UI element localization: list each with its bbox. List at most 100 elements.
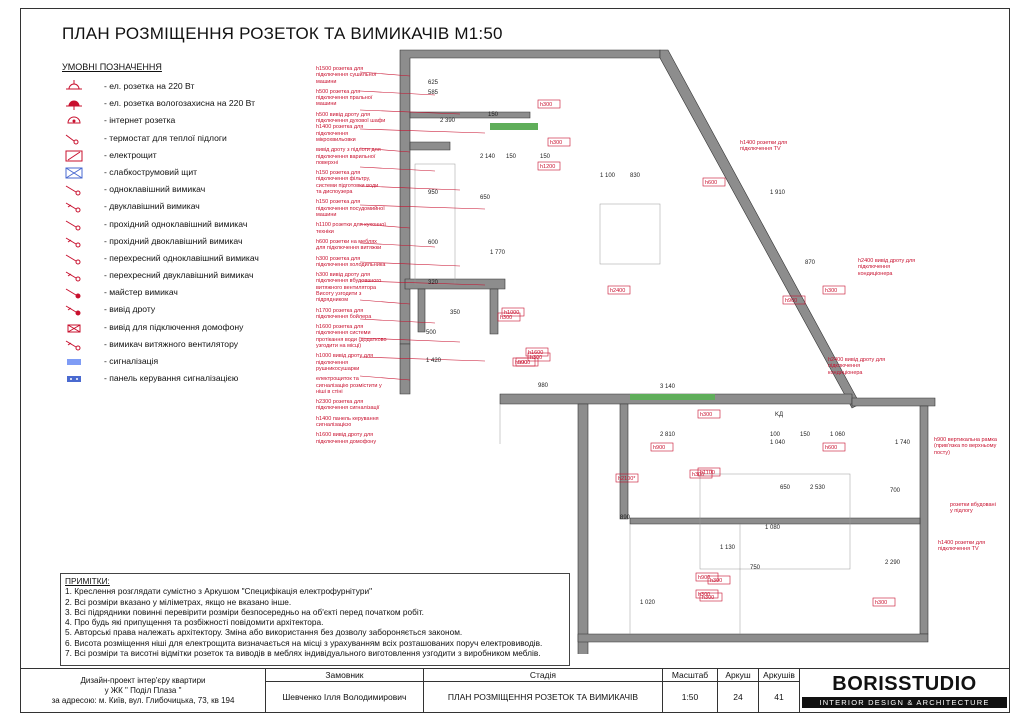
fan-switch-icon xyxy=(62,337,86,352)
height-label: h2400 xyxy=(610,288,625,294)
height-label: h300 xyxy=(540,102,552,108)
dimension-label: 1 100 xyxy=(600,173,616,179)
note-item: 6. Висота розміщення ніші для електрощит… xyxy=(65,637,543,648)
legend-item-label: - вимикач витяжного вентилятору xyxy=(104,338,239,349)
height-tag xyxy=(547,137,571,147)
height-tag xyxy=(607,285,631,295)
page-title: ПЛАН РОЗМІЩЕННЯ РОЗЕТОК ТА ВИМИКАЧІВ М1:… xyxy=(62,24,503,43)
legend-item-label: - слабкострумовий щит xyxy=(104,166,198,177)
studio-logo: BORISSTUDIO xyxy=(832,673,977,695)
legend-item: - електрощит xyxy=(62,147,322,164)
dimension-label: 1 130 xyxy=(720,545,736,551)
windows xyxy=(490,123,715,400)
height-tag xyxy=(707,575,731,585)
note-item: 7. Всі розміри та висотні відмітки розет… xyxy=(65,648,541,659)
callout-label: h1500 розетка для підключення сушильної … xyxy=(316,66,377,85)
height-label: h900 xyxy=(653,445,665,451)
height-tag xyxy=(497,312,521,322)
notes-list: 1. Креслення розглядати сумістно з Аркуш… xyxy=(65,586,565,658)
alarm-panel-icon xyxy=(62,371,86,386)
legend-item: - двуклавішний вимикач xyxy=(62,198,322,215)
leader-line xyxy=(359,356,486,362)
double-switch-icon xyxy=(62,199,86,214)
stage-label: Стадія xyxy=(422,668,664,682)
wall-bath-right xyxy=(489,288,499,335)
wall-east xyxy=(919,405,929,635)
dimension-label: 2 530 xyxy=(810,485,826,491)
leader-line xyxy=(359,223,411,229)
height-tag xyxy=(615,473,639,483)
thermostat-icon xyxy=(62,131,86,146)
legend-item-label: - сигналізація xyxy=(104,356,159,366)
wall-west-lower xyxy=(399,343,411,395)
height-label: h300 xyxy=(550,140,562,146)
dimension-label: 1 770 xyxy=(490,250,506,256)
height-label: h300 xyxy=(875,600,887,606)
legend-item-label: - ел. розетка вологозахисна на 220 Вт xyxy=(104,98,256,109)
legend-item: - вивід для підключення домофону xyxy=(62,319,322,336)
height-label: h900 xyxy=(785,298,797,304)
dimension-label: 2 390 xyxy=(440,118,456,124)
legend-item: - слабкострумовий щит xyxy=(62,164,322,181)
furniture-table xyxy=(599,203,661,265)
legend-item: - прохідний двоклавішний вимикач xyxy=(62,233,322,250)
leader-line xyxy=(359,90,436,96)
pass-single-switch-icon xyxy=(62,217,86,232)
leader-line xyxy=(359,280,486,286)
height-tag xyxy=(697,467,721,477)
dimension-label: 870 xyxy=(805,260,816,266)
height-label: h1000 xyxy=(504,310,519,316)
height-label: h2100* xyxy=(618,476,636,482)
callout-label: h1600 розетка для підключення системи пр… xyxy=(316,324,387,350)
leader-line xyxy=(359,147,411,153)
notes-box: ПРИМІТКИ: 1. Креслення розглядати суміст… xyxy=(60,573,570,666)
dimension-label: 1 740 xyxy=(895,440,911,446)
dimension-label: 1 420 xyxy=(426,358,442,364)
note-item: 1. Креслення розглядати сумістно з Аркуш… xyxy=(65,586,373,597)
height-label: h300 xyxy=(500,315,512,321)
height-label: h600 xyxy=(825,445,837,451)
dimension-label: 1 080 xyxy=(765,525,781,531)
callout-label: h1000 вивід дроту для підключення рушник… xyxy=(316,353,374,372)
dimension-label: 150 xyxy=(800,432,811,438)
dimension-label: 950 xyxy=(428,190,439,196)
legend-item-label: - перехресний одноклавішний вимикач xyxy=(104,252,259,263)
dimension-label: 600 xyxy=(428,240,439,246)
studio-logo-subtitle: INTERIOR DESIGN & ARCHITECTURE xyxy=(802,697,1007,708)
legend-item: - майстер вимикач xyxy=(62,284,322,301)
note-item: 4. Про будь які припущення та розбіжност… xyxy=(65,617,324,628)
callout-label: h1400 розетки для підключення TV xyxy=(938,540,986,553)
dimension-label: 980 xyxy=(538,383,549,389)
legend-item-label: - вивід для підключення домофону xyxy=(104,321,244,332)
height-label: h600 xyxy=(705,180,717,186)
height-label: h300 xyxy=(825,288,837,294)
note-item: 2. Всі розміри вказано у міліметрах, якщ… xyxy=(65,596,292,607)
legend-heading: УМОВНІ ПОЗНАЧЕННЯ xyxy=(62,62,162,72)
leader-line xyxy=(359,318,436,324)
dimension-label: 320 xyxy=(428,280,439,286)
sheets-value: 41 xyxy=(758,681,800,713)
legend-item: - панель керування сигналізацією xyxy=(62,370,322,387)
title-block: Дизайн-проект інтер'єру квартири у ЖК " … xyxy=(20,668,1010,713)
window-kitchen xyxy=(490,123,538,130)
legend-item-label: - інтернет розетка xyxy=(104,115,176,126)
dimension-label: 830 xyxy=(630,173,641,179)
dimension-label: 2 290 xyxy=(885,560,901,566)
legend-item-label: - прохідний двоклавішний вимикач xyxy=(104,235,243,246)
callout-label: h2300 розетка для підключення сигналізац… xyxy=(316,399,380,412)
height-tag xyxy=(702,177,726,187)
leader-line xyxy=(359,128,486,134)
callout-label: вивід дроту з підлоги для підключення ва… xyxy=(316,147,381,166)
height-tag xyxy=(695,572,719,582)
customer-label: Замовник xyxy=(265,668,424,682)
wall-diagonal-east xyxy=(659,49,861,409)
legend-item-label: - електрощит xyxy=(104,149,157,160)
height-tag xyxy=(872,597,896,607)
pass-double-switch-icon xyxy=(62,234,86,249)
wall-north-west xyxy=(399,49,661,345)
dimension-label: 1 040 xyxy=(770,440,786,446)
dimension-label: 890 xyxy=(620,515,631,521)
sheets-label: Аркушів xyxy=(758,668,800,682)
callout-label: h900 вертикальна рамка (прив'язка по вер… xyxy=(934,437,997,456)
